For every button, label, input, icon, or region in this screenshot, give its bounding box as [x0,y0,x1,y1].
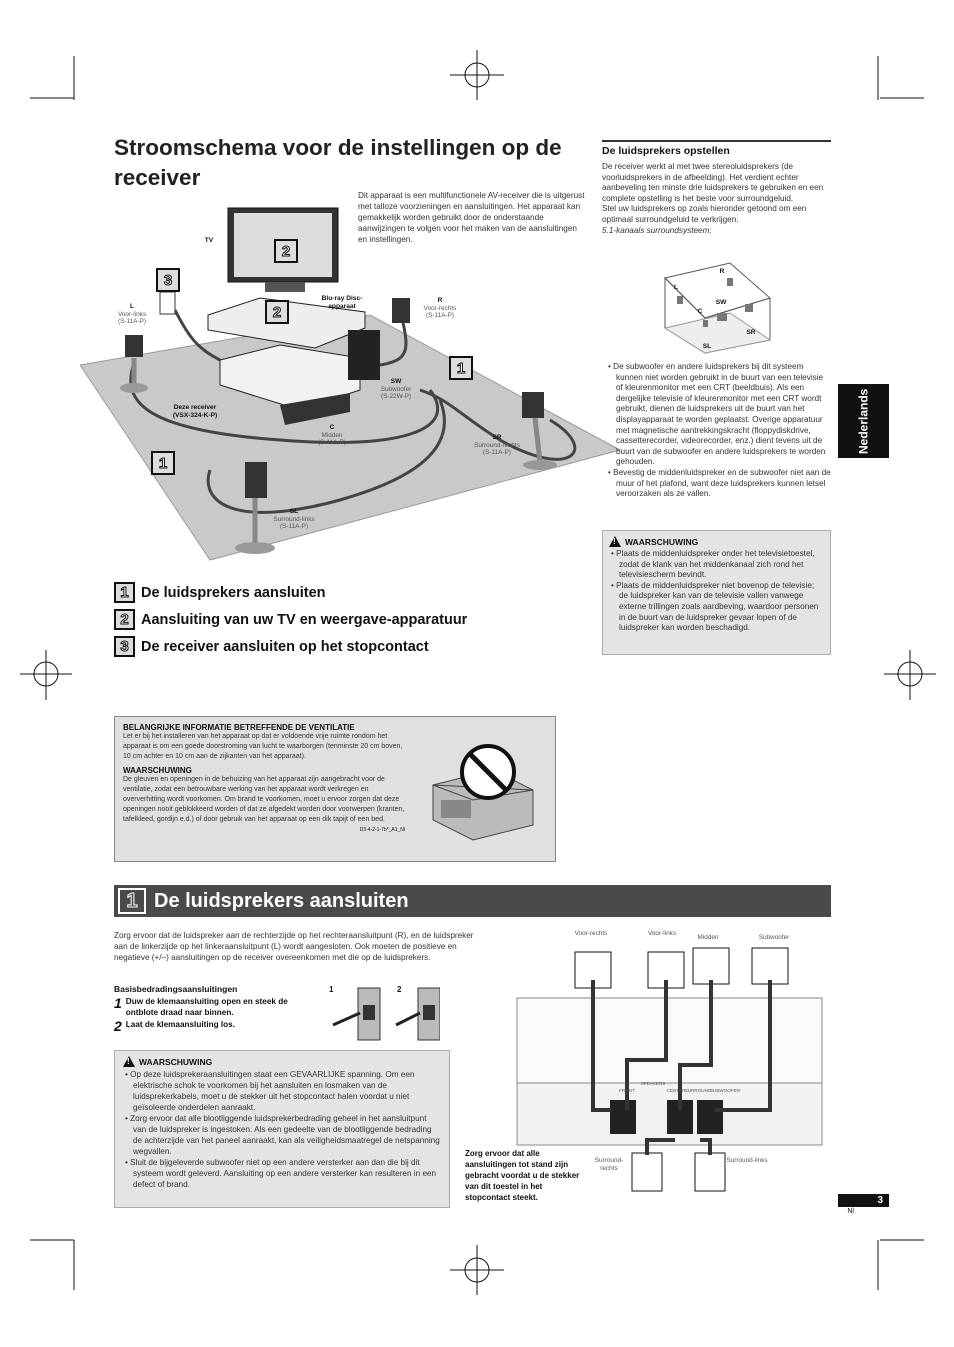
basic-wiring: Basisbedradingsaansluitingen 1 Duw de kl… [114,984,314,1033]
term-label-speakers: SPEAKERS [640,1081,666,1086]
diagram-badge-2-bluray: 2 [265,300,289,324]
warning-icon [609,536,621,547]
ventilation-warning-title: WAARSCHUWING [123,765,192,775]
list-item: Zorg ervoor dat alle blootliggende luids… [123,1113,441,1157]
page-lang: Nl [847,1208,854,1215]
list-item: Plaats de middenluidspreker onder het te… [609,549,824,581]
placement-heading: De luidsprekers opstellen [602,145,730,157]
ventilation-warning-text: De gleuven en openingen in de behuizing … [123,775,405,824]
room-label-SW: SW [715,299,727,306]
page-number: 3 [838,1194,889,1207]
list-item: De subwoofer en andere luidsprekers bij … [606,362,832,468]
term-label-surround: SURROUND [684,1088,712,1093]
section1-intro: Zorg ervoor dat de luidspreker aan de re… [114,931,474,962]
room-diagram [663,262,772,354]
room-label-SR: SR [746,329,756,336]
diagram-badge-2-tv: 2 [274,239,298,263]
section-rule [602,140,831,142]
term-label-center: CENTER [666,1088,686,1093]
room-label-R: R [719,268,725,275]
setup-diagram [80,207,620,561]
section1-number: 1 [118,888,146,914]
conn-label-surround-rechts: Surround-rechts [594,1157,624,1172]
placement-bullets: De subwoofer en andere luidsprekers bij … [606,362,832,500]
ventilation-text: Let er bij het installeren van het appar… [123,733,403,761]
conn-label-voor-links: Voor-links [647,930,677,937]
connection-diagram [516,947,823,1192]
section1-banner: 1 De luidsprekers aansluiten [114,885,831,917]
room-label-C: C [697,308,703,315]
intro-text: Dit apparaat is een multifunctionele AV-… [358,191,585,244]
section1-warning-box: WAARSCHUWING Op deze luidsprekeraansluit… [114,1050,450,1208]
conn-label-surround-links: Surround-links [726,1157,768,1164]
conn-label-midden: Midden [697,934,719,941]
term-label-front: FRONT [619,1088,635,1093]
room-label-L: L [673,284,679,291]
terminal-illustration [332,987,440,1041]
fig-num-2: 2 [397,985,402,994]
page-title: Stroomschema voor de instellingen op de … [114,135,562,190]
list-item: Sluit de bijgeleverde subwoofer niet op … [123,1157,441,1190]
basic-wiring-title: Basisbedradingsaansluitingen [114,984,238,994]
section1-title: De luidsprekers aansluiten [154,889,409,912]
room-label-SL: SL [702,343,712,350]
fig-num-1: 1 [329,985,334,994]
no-block-illustration [432,744,534,841]
conn-label-subwoofer: Subwoofer [758,934,790,941]
placement-warning-box: WAARSCHUWING Plaats de middenluidspreker… [602,530,831,655]
list-item: Bevestig de middenluidspreker en de subw… [606,468,832,500]
warning-title: WAARSCHUWING [609,536,824,547]
diagram-badge-3: 3 [156,268,180,292]
list-item: Op deze luidsprekeraansluitingen staat e… [123,1069,441,1113]
label-tv: TV [204,237,214,244]
ventilation-code: D3-4-2-1-7b*_A1_Nl [359,826,405,833]
conn-label-voor-rechts: Voor-rechts [574,930,608,937]
ventilation-title: BELANGRIJKE INFORMATIE BETREFFENDE DE VE… [123,723,355,732]
placement-text: De receiver werkt al met twee stereoluid… [602,162,824,235]
language-tab: Nederlands [838,384,889,458]
diagram-badge-1-right: 1 [449,356,473,380]
label-receiver: Deze receiver(VSX-324-K-P) [172,404,218,419]
label-bluray: Blu-ray Disc-apparaat [321,295,363,310]
warning-icon [123,1056,135,1067]
diagram-badge-1-left: 1 [151,451,175,475]
term-label-subwoofer: SUBWOOFER [709,1088,741,1093]
plug-note: Zorg ervoor dat alle aansluitingen tot s… [465,1149,580,1202]
list-item: Plaats de middenluidspreker niet bovenop… [609,581,824,634]
warning-title: WAARSCHUWING [123,1056,441,1067]
